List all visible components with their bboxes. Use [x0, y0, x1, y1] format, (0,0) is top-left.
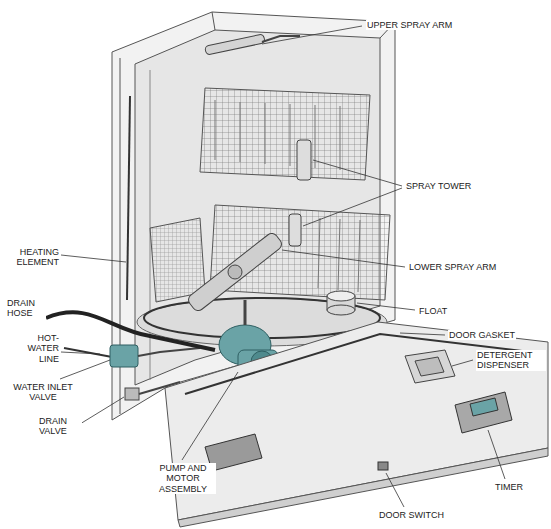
leader-lines	[61, 255, 126, 262]
float	[327, 291, 355, 301]
pump-and-motor	[244, 300, 247, 325]
detergent-dispenser	[405, 350, 455, 383]
leader-lines	[452, 360, 473, 366]
upper-rack	[215, 100, 340, 170]
part-label: UPPER SPRAY ARM	[366, 20, 453, 30]
lower-spray-arm	[186, 231, 284, 313]
water-inlet-valve	[110, 345, 200, 367]
detergent-dispenser	[415, 357, 444, 376]
upper-spray-arm	[262, 36, 300, 42]
part-label: PUMP AND MOTOR ASSEMBLY	[150, 463, 216, 494]
part-label: TIMER	[494, 482, 524, 492]
door	[165, 322, 548, 527]
leader-lines	[488, 430, 505, 479]
drain-valve	[125, 388, 139, 400]
part-label: DETERGENT DISPENSER	[476, 350, 546, 371]
timer	[455, 392, 512, 433]
part-label: DRAIN VALVE	[38, 416, 82, 437]
door-switch	[378, 462, 388, 470]
part-label: HOT-WATER LINE	[16, 333, 60, 364]
leader-lines	[80, 397, 124, 424]
leader-lines	[61, 352, 100, 354]
part-label: HEATING ELEMENT	[6, 247, 60, 268]
part-label: DOOR SWITCH	[378, 510, 445, 520]
upper-spray-arm	[205, 34, 266, 55]
float	[327, 291, 355, 315]
part-label: DOOR GASKET	[448, 330, 516, 340]
detergent-dispenser	[405, 350, 455, 383]
leader-lines	[60, 360, 110, 379]
door-switch	[378, 462, 388, 470]
water-inlet-valve	[110, 345, 138, 367]
silverware-basket	[150, 218, 205, 302]
leader-lines	[303, 160, 402, 226]
upper-rack	[200, 88, 370, 180]
spray-tower	[289, 140, 311, 246]
silverware-basket	[150, 218, 205, 302]
float	[327, 305, 355, 315]
leader-lines	[400, 333, 445, 335]
drain-hose	[46, 312, 215, 350]
cabinet	[150, 70, 151, 380]
timer	[455, 392, 512, 433]
part-label: DRAIN HOSE	[6, 298, 46, 319]
part-label: FLOAT	[418, 306, 448, 316]
water-inlet-valve	[138, 348, 200, 356]
leader-lines	[60, 26, 505, 507]
timer	[470, 398, 498, 416]
drain-hose	[46, 312, 215, 350]
leader-lines	[182, 372, 238, 460]
upper-rack	[200, 88, 370, 180]
part-label: SPRAY TOWER	[405, 181, 472, 191]
leader-lines	[357, 303, 415, 310]
spray-tower	[289, 214, 301, 246]
heating-element	[127, 96, 130, 300]
part-label: LOWER SPRAY ARM	[408, 262, 497, 272]
spray-tower	[297, 140, 311, 180]
leader-lines	[262, 26, 362, 44]
leader-lines	[386, 473, 404, 507]
leader-lines	[282, 250, 405, 267]
lower-rack	[318, 218, 360, 292]
part-label: WATER INLET VALVE	[3, 382, 83, 403]
lower-spray-arm	[186, 231, 284, 313]
lower-spray-arm	[228, 265, 242, 279]
upper-spray-arm	[205, 34, 300, 55]
